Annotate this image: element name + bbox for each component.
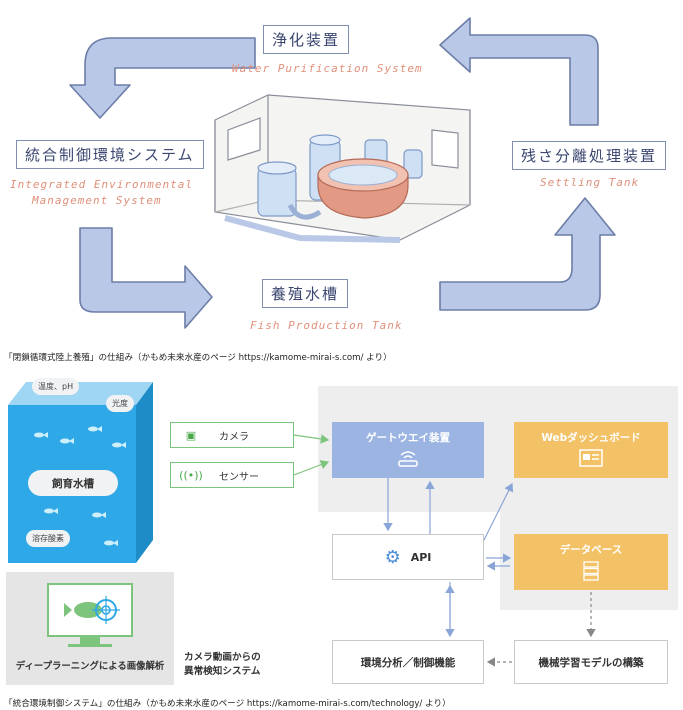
camera-label: カメラ xyxy=(219,431,249,443)
gear-icon: ⚙ xyxy=(384,546,401,568)
fish-icon xyxy=(92,512,106,518)
purification-label: 浄化装置 xyxy=(263,25,350,54)
fish-icon xyxy=(44,508,58,514)
gateway-node: ゲートウエイ装置 xyxy=(332,422,484,478)
caption-recirculation: 「閉鎖循環式陸上養殖」の仕組み（かもめ未来水産のページ https://kamo… xyxy=(4,353,392,363)
arrow-down-right xyxy=(79,227,213,329)
sensor-label: センサー xyxy=(219,471,259,483)
camera-icon: ▣ xyxy=(185,428,197,442)
anomaly-detection-line2: 異常検知システム xyxy=(184,666,261,677)
anomaly-detection-line1: カメラ動画からの xyxy=(184,652,261,663)
dashboard-label: Webダッシュボード xyxy=(541,432,641,444)
database-icon xyxy=(583,561,599,581)
router-icon xyxy=(398,451,418,467)
anomaly-detection-text: カメラ動画からの 異常検知システム xyxy=(184,651,261,679)
control-en-label-2: Management System xyxy=(32,194,162,207)
arrow-right-up xyxy=(439,197,616,311)
caption-control-system: 「統合環境制御システム」の仕組み（かもめ未来水産のページ https://kam… xyxy=(4,699,451,709)
api-label: API xyxy=(410,550,432,564)
camera-input: ▣ カメラ xyxy=(170,422,294,448)
api-node: ⚙ API xyxy=(332,534,484,580)
database-node: データベース xyxy=(514,534,668,590)
ml-node: 機械学習モデルの構築 xyxy=(514,640,668,684)
control-en-label-1: Integrated Environmental xyxy=(10,178,193,191)
badge-oxygen: 溶存酸素 xyxy=(26,530,70,547)
production-en-label: Fish Production Tank xyxy=(250,319,403,332)
control-label: 統合制御環境システム xyxy=(16,140,204,169)
fish-icon xyxy=(88,426,102,432)
arrow-up-left xyxy=(439,17,599,126)
tank-side xyxy=(136,382,153,563)
analysis-node: 環境分析／制御機能 xyxy=(332,640,484,684)
monitor-icon xyxy=(47,583,133,647)
settling-en-label: Settling Tank xyxy=(540,176,640,189)
recirculation-illustration xyxy=(69,17,616,329)
analysis-label: 環境分析／制御機能 xyxy=(360,656,456,669)
database-label: データベース xyxy=(559,544,623,556)
fish-icon xyxy=(112,442,126,448)
dashboard-node: Webダッシュボード xyxy=(514,422,668,478)
fish-icon xyxy=(60,438,74,444)
gateway-label: ゲートウエイ装置 xyxy=(366,432,450,444)
production-label: 養殖水槽 xyxy=(262,279,349,308)
ml-label: 機械学習モデルの構築 xyxy=(538,656,644,669)
fish-icon xyxy=(34,432,48,438)
badge-temp-ph: 温度、pH xyxy=(32,378,80,395)
badge-light: 光度 xyxy=(106,395,134,412)
fish-production-tank-sketch xyxy=(317,158,409,219)
purification-en-label: Water Purification System xyxy=(232,62,423,75)
settling-label: 残さ分離処理装置 xyxy=(512,141,667,170)
breeding-tank-label: 飼育水槽 xyxy=(28,470,118,496)
dashboard-icon xyxy=(579,449,603,467)
sensor-icon: ((•)) xyxy=(179,468,203,482)
image-analysis-panel: ディープラーニングによる画像解析 xyxy=(6,572,174,685)
image-analysis-label: ディープラーニングによる画像解析 xyxy=(15,661,165,672)
fish-icon xyxy=(104,540,118,546)
arrow-left-down xyxy=(69,37,256,119)
sensor-input: ((•)) センサー xyxy=(170,462,294,488)
